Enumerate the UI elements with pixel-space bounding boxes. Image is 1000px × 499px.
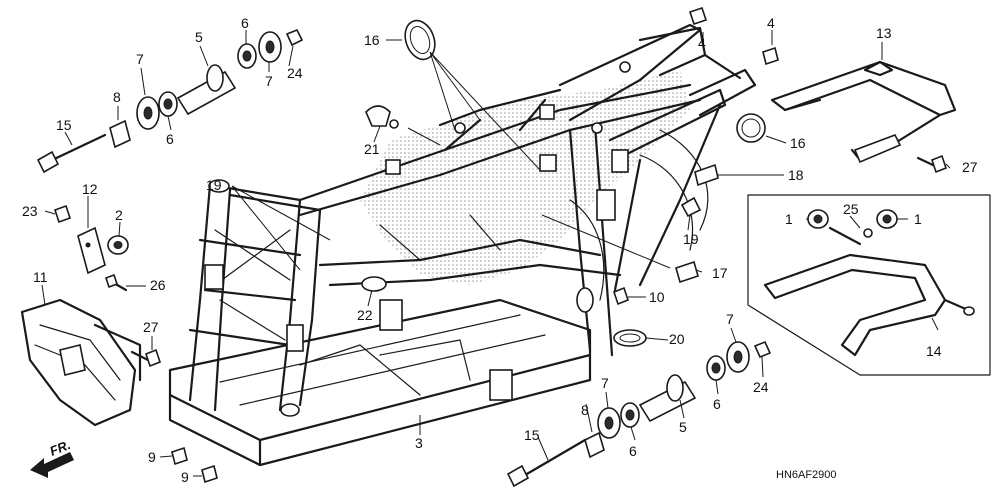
clip-17 [675,260,699,284]
callout-12: 12 [82,181,98,197]
callout-15-upper: 15 [56,117,72,133]
shaft-assembly-lower [506,340,772,488]
cap-4-right [762,46,779,66]
clamp-20 [613,329,647,347]
callout-1-right: 1 [914,211,922,227]
callout-5-upper: 5 [195,29,203,45]
callout-25: 25 [843,201,859,217]
callout-21: 21 [364,141,380,157]
callout-4-right: 4 [767,15,775,31]
callout-6-lower-right: 6 [713,396,721,412]
clamp-16-right [736,113,766,143]
nut-10 [613,286,629,306]
leader-lines [41,30,951,477]
callout-3: 3 [415,435,423,451]
callout-26: 26 [150,277,166,293]
clip-19-left [208,179,230,193]
callout-27-left: 27 [143,319,159,335]
callout-16-right: 16 [790,135,806,151]
bolt-27-left [130,348,161,368]
callout-8-lower: 8 [581,402,589,418]
callout-14: 14 [926,343,942,359]
callout-4-top: 4 [698,35,706,51]
callout-9-left: 9 [148,449,156,465]
clamp-16-upper [404,19,436,61]
callout-6-upper-bottom: 6 [166,131,174,147]
bolt-27-right [916,154,947,174]
callout-16-upper: 16 [364,32,380,48]
callout-18: 18 [788,167,804,183]
callout-19-right: 19 [683,231,699,247]
callout-22: 22 [357,307,373,323]
callout-13: 13 [876,25,892,41]
callout-23: 23 [22,203,38,219]
callout-labels: 16 4 4 13 5 6 7 7 8 24 15 6 21 16 27 18 … [22,15,978,485]
clip-21 [365,105,399,129]
clip-22 [361,276,387,292]
callout-6-lower-left: 6 [629,443,637,459]
callout-7-upper-right: 7 [265,73,273,89]
callout-15-lower: 15 [524,427,540,443]
callout-7-upper-left: 7 [136,51,144,67]
callout-6-upper-top: 6 [241,15,249,31]
callout-17: 17 [712,265,728,281]
callout-27-right: 27 [962,159,978,175]
bracket-assembly [53,204,129,292]
shaft-assembly-upper [36,28,304,174]
callout-20: 20 [669,331,685,347]
callout-24-lower: 24 [753,379,769,395]
callout-5-lower: 5 [679,419,687,435]
callout-1-left: 1 [785,211,793,227]
shaded-frame-area [360,70,690,285]
diagram-code: HN6AF2900 [776,469,837,481]
callout-2: 2 [115,207,123,223]
callout-11: 11 [33,269,48,285]
clip-19-right [680,196,702,218]
callout-7-lower-right: 7 [726,311,734,327]
front-arrow-icon [30,452,74,478]
callout-24-upper: 24 [287,65,303,81]
callout-8-upper: 8 [113,89,121,105]
front-bumper [20,298,142,427]
cap-4-top [688,6,708,26]
callout-10: 10 [649,289,665,305]
callout-19-left: 19 [206,177,222,193]
clip-18 [694,163,719,187]
bolts-9 [171,446,218,484]
callout-7-lower-left: 7 [601,375,609,391]
front-direction-marker: FR. [30,437,74,478]
callout-9-bottom: 9 [181,469,189,485]
front-label: FR. [48,437,73,459]
rear-carrier [770,60,957,164]
